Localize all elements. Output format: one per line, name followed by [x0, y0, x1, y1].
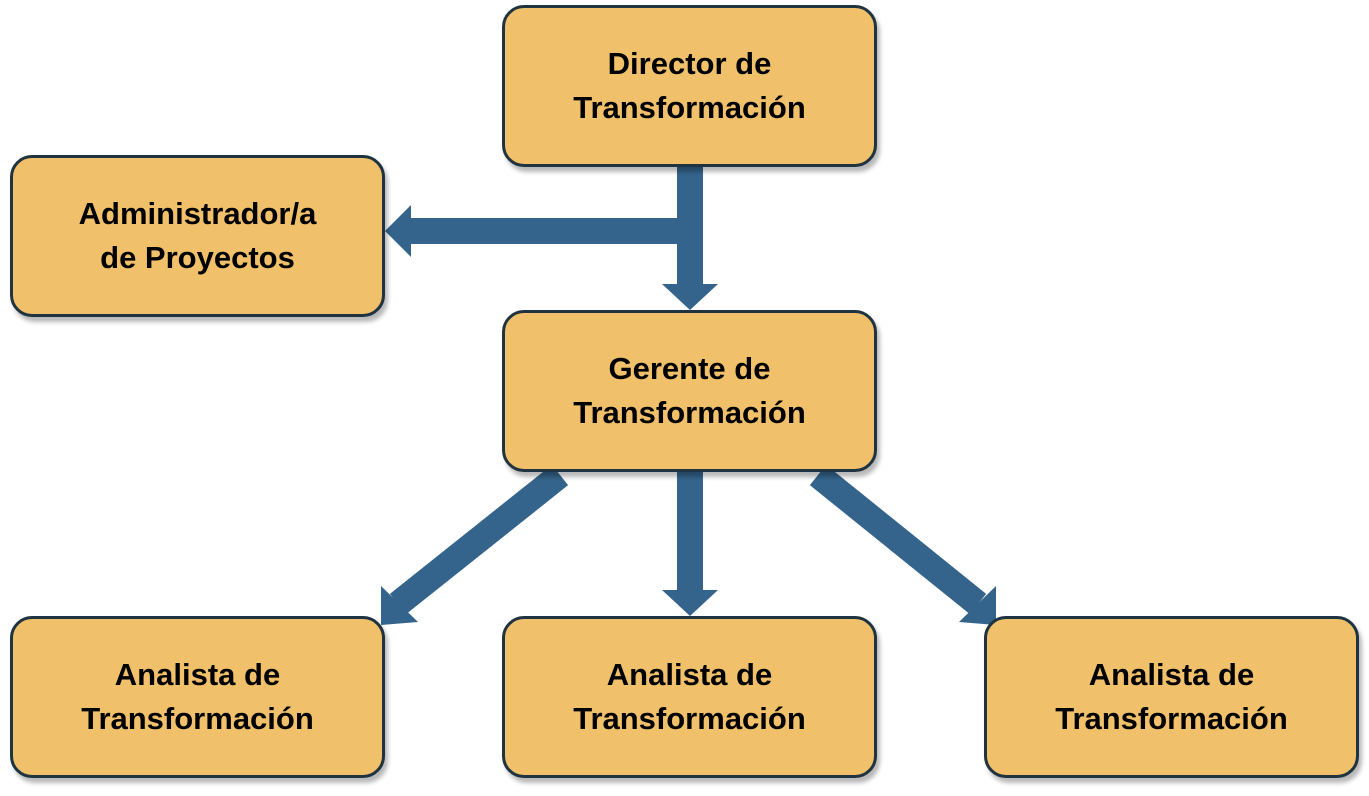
analista-2-label-line1: Analista de [606, 657, 773, 692]
arrow-gerente-analista-2-head [662, 590, 718, 616]
gerente-label-line1: Gerente de [608, 351, 771, 386]
arrow-gerente-analista-3-shaft [809, 464, 987, 615]
analista-box-1: Analista de Transformación [10, 616, 385, 778]
arrow-group [381, 167, 996, 625]
analista-box-2: Analista de Transformación [502, 616, 877, 778]
director-label-line2: Transformación [573, 90, 806, 125]
gerente-box: Gerente de Transformación [502, 310, 877, 472]
analista-3-label-line1: Analista de [1088, 657, 1255, 692]
analista-box-3: Analista de Transformación [984, 616, 1359, 778]
director-box: Director de Transformación [502, 5, 877, 167]
admin-label-line1: Administrador/a [78, 196, 317, 231]
arrow-gerente-analista-1-head [381, 586, 418, 625]
arrow-director-gerente-head [662, 284, 718, 310]
arrow-gerente-analista-3-head [959, 586, 996, 625]
analista-3-label-line2: Transformación [1055, 701, 1288, 736]
gerente-label-line2: Transformación [573, 395, 806, 430]
analista-2-label-line2: Transformación [573, 701, 806, 736]
director-label-line1: Director de [607, 46, 772, 81]
analista-1-label-line1: Analista de [114, 657, 281, 692]
admin-label-line2: de Proyectos [100, 240, 295, 275]
admin-box: Administrador/a de Proyectos [10, 155, 385, 317]
analista-1-label-line2: Transformación [81, 701, 314, 736]
arrow-gerente-analista-1-shaft [389, 464, 569, 615]
arrow-director-admin-head [385, 205, 411, 257]
